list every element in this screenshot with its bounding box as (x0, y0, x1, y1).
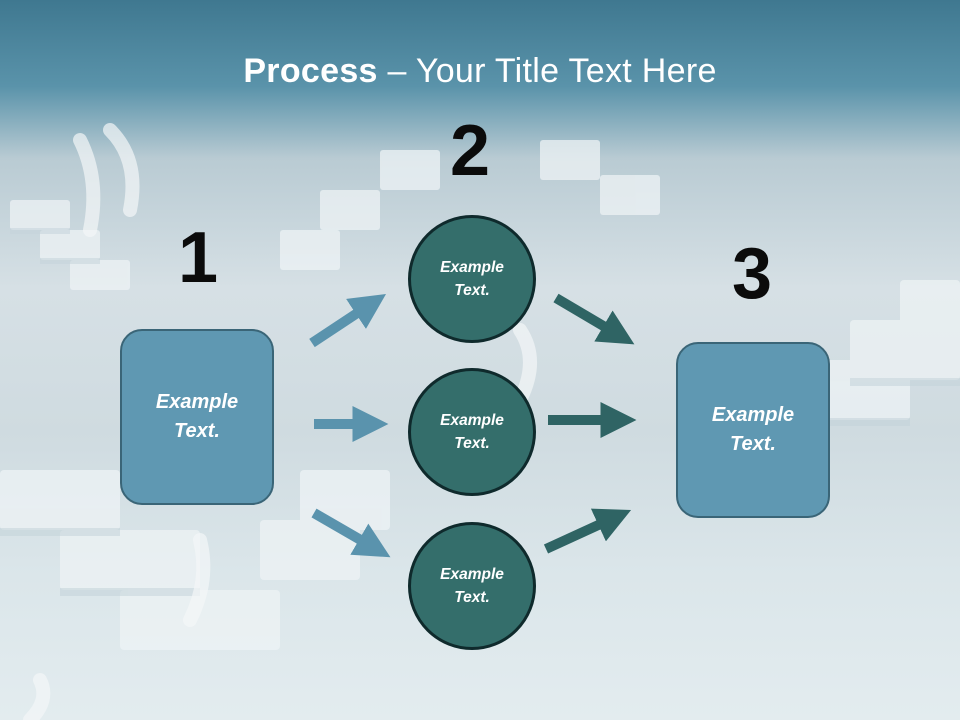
process-circle-top-label: Example Text. (440, 259, 504, 299)
process-box-right: Example Text. (676, 342, 830, 518)
process-circle-bottom-label: Example Text. (440, 566, 504, 606)
process-circle-top: Example Text. (408, 215, 536, 343)
step-number-1: 1 (178, 218, 219, 298)
arrow-left-to-top (309, 294, 387, 348)
process-circle-middle-label: Example Text. (440, 412, 504, 452)
title-bold-part: Process (243, 52, 378, 90)
arrow-bottom-to-right (543, 508, 632, 554)
step-number-2: 2 (450, 111, 491, 191)
title-rest-part: – Your Title Text Here (377, 52, 717, 90)
process-circle-middle: Example Text. (408, 368, 536, 496)
process-box-left: Example Text. (120, 329, 274, 505)
process-circle-bottom: Example Text. (408, 522, 536, 650)
step-number-3: 3 (732, 234, 773, 314)
arrow-left-to-bottom (311, 508, 391, 558)
arrow-top-to-right (553, 293, 635, 345)
process-box-left-label: Example Text. (155, 391, 239, 442)
process-box-right-label: Example Text. (711, 404, 795, 455)
slide-title: Process – Your Title Text Here (0, 52, 960, 91)
